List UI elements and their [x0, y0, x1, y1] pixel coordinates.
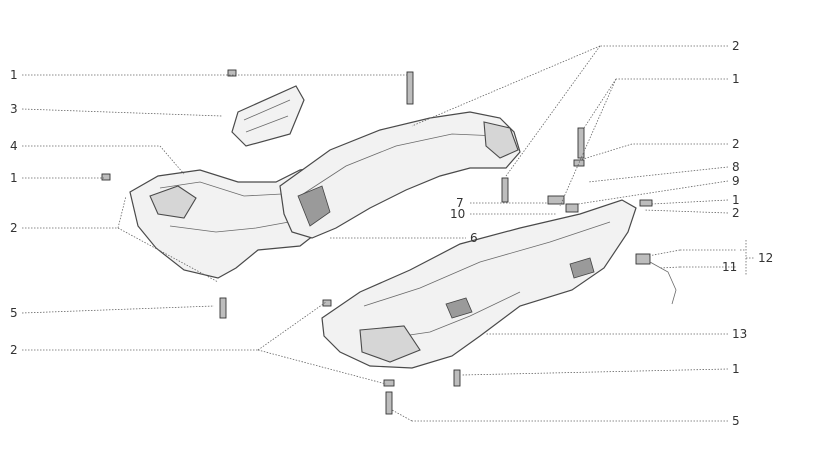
- callout-4: 4: [10, 139, 18, 153]
- screw-5-left: [219, 297, 227, 319]
- part-13-rear-body-assembly: [321, 199, 637, 369]
- screw-2-right: [501, 177, 509, 203]
- part-3-cover-plate: [231, 85, 305, 147]
- callout-12: 12: [758, 251, 773, 265]
- callout-3: 3: [10, 102, 18, 116]
- fastener-screws: [101, 69, 677, 415]
- screw-1-top: [227, 69, 237, 77]
- clip-8-9: [565, 203, 579, 213]
- callout-5-left: 5: [10, 306, 18, 320]
- washer-2-right: [573, 159, 585, 167]
- cable-11: [649, 261, 677, 305]
- callout-1-top-right: 1: [732, 72, 740, 86]
- callout-13: 13: [732, 327, 747, 341]
- callout-7: 7: [456, 196, 464, 210]
- callout-2-top-right: 2: [732, 39, 740, 53]
- leader-lines: [21, 45, 754, 422]
- connector-12: [635, 253, 651, 265]
- screw-1-right: [639, 199, 653, 207]
- callout-5-bottom: 5: [732, 414, 740, 428]
- callout-2-left: 2: [10, 221, 18, 235]
- bolt-7-10: [547, 195, 565, 205]
- screw-1-top-right: [577, 127, 585, 159]
- callout-8: 8: [732, 160, 740, 174]
- washer-2-bottom-left: [322, 299, 332, 307]
- screw-top-center: [406, 71, 414, 105]
- callout-9: 9: [732, 174, 740, 188]
- callout-1-top: 1: [10, 68, 18, 82]
- part-6-central-frame: [279, 111, 521, 239]
- callout-2-bottom-left: 2: [10, 343, 18, 357]
- callout-11: 11: [722, 260, 737, 274]
- washer-2-bottom: [383, 379, 395, 387]
- screw-1-bottom-right: [453, 369, 461, 387]
- callout-2-right-b: 2: [732, 206, 740, 220]
- callout-labels: 1 3 4 1 2 5 2 2 1 2 8 9 7 10 6 1 2 12 11…: [10, 39, 773, 428]
- callout-2-right-a: 2: [732, 137, 740, 151]
- callout-6: 6: [470, 231, 478, 245]
- screw-5-bottom: [385, 391, 393, 415]
- callout-10: 10: [450, 207, 465, 221]
- callout-1-right: 1: [732, 193, 740, 207]
- callout-1-left: 1: [10, 171, 18, 185]
- screw-1-left: [101, 173, 111, 181]
- callout-1-bottom-right: 1: [732, 362, 740, 376]
